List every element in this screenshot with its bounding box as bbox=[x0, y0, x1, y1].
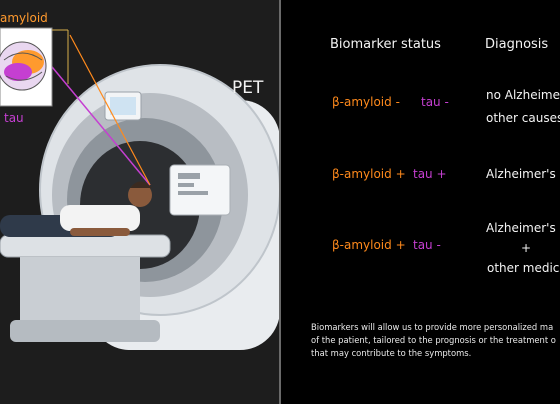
brain-scan-icon bbox=[0, 27, 69, 107]
note-line2: of the patient, tailored to the prognosi… bbox=[311, 335, 556, 345]
row2-tau: tau + bbox=[413, 167, 447, 181]
row3-diagnosis-line2: + bbox=[521, 241, 532, 255]
pet-scanner-illustration: amyloid tau PET bbox=[0, 0, 279, 404]
row3-amyloid: β-amyloid + bbox=[332, 238, 406, 252]
header-biomarker-status: Biomarker status bbox=[330, 37, 441, 52]
biomarker-table-panel: Biomarker status Diagnosis β-amyloid - t… bbox=[281, 0, 560, 404]
tau-label: tau bbox=[4, 111, 24, 125]
row1-amyloid: β-amyloid - bbox=[332, 95, 400, 109]
row3-diagnosis-line3: other medica bbox=[487, 261, 560, 275]
row2-diagnosis-line1: Alzheimer's d bbox=[486, 167, 560, 181]
row1-diagnosis-line1: no Alzheimer bbox=[486, 88, 560, 102]
pet-label: PET bbox=[232, 78, 264, 98]
panel-divider bbox=[279, 0, 281, 404]
patient-figure bbox=[0, 181, 152, 237]
header-diagnosis: Diagnosis bbox=[485, 37, 549, 52]
note-line1: Biomarkers will allow us to provide more… bbox=[311, 322, 554, 332]
row2-amyloid: β-amyloid + bbox=[332, 167, 406, 181]
row3-tau: tau - bbox=[413, 238, 441, 252]
patient-bed bbox=[0, 234, 171, 342]
row1-diagnosis-line2: other causes bbox=[486, 111, 560, 125]
row3-diagnosis-line1: Alzheimer's d bbox=[486, 221, 560, 235]
note-line3: that may contribute to the symptoms. bbox=[311, 348, 472, 358]
amyloid-label: amyloid bbox=[0, 11, 48, 25]
pet-scan-illustration-panel: amyloid tau PET bbox=[0, 0, 279, 404]
row1-tau: tau - bbox=[421, 95, 449, 109]
